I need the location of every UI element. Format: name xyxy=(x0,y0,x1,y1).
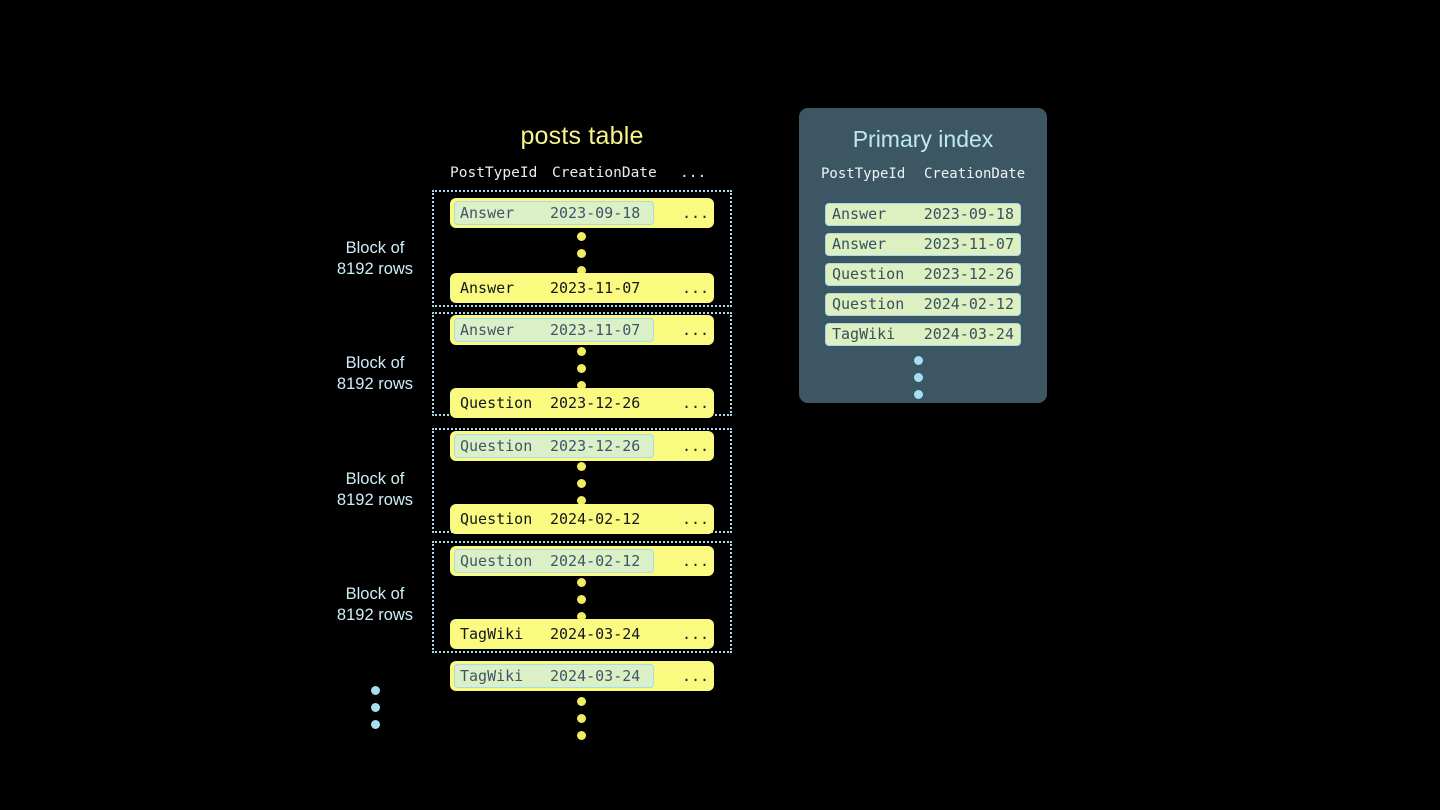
index-cell-posttypeid: TagWiki xyxy=(832,325,896,343)
cell-creationdate: 2023-09-18 xyxy=(550,204,641,222)
cell-posttypeid: Answer xyxy=(460,204,515,222)
cell-more: ... xyxy=(682,625,710,643)
table-row: TagWiki 2024-03-24 ... xyxy=(450,619,714,649)
block-label-4: Block of 8192 rows xyxy=(300,584,450,626)
cell-creationdate: 2023-12-26 xyxy=(550,437,641,455)
table-row: Question 2023-12-26 ... xyxy=(450,388,714,418)
index-cell-posttypeid: Question xyxy=(832,265,905,283)
index-row: Question 2024-02-12 xyxy=(825,293,1021,316)
cell-posttypeid: Question xyxy=(460,552,533,570)
table-row: TagWiki 2024-03-24 ... xyxy=(450,661,714,691)
index-cell-creationdate: 2023-12-26 xyxy=(923,265,1014,283)
block-label-4-line1: Block of xyxy=(345,585,405,603)
cell-posttypeid: TagWiki xyxy=(460,625,524,643)
cell-more: ... xyxy=(682,321,710,339)
block-label-3-line1: Block of xyxy=(345,470,405,488)
row-ellipsis-dots xyxy=(577,347,587,398)
posts-table-title: posts table xyxy=(520,122,644,150)
index-ellipsis-dots xyxy=(914,356,924,407)
block-label-4-line2: 8192 rows xyxy=(336,606,414,624)
index-cell-posttypeid: Question xyxy=(832,295,905,313)
table-row: Answer 2023-11-07 ... xyxy=(450,273,714,303)
index-row: Question 2023-12-26 xyxy=(825,263,1021,286)
column-header-creationdate: CreationDate xyxy=(552,165,657,181)
primary-index-panel: Primary index PostTypeId CreationDate An… xyxy=(799,108,1047,403)
block-label-3: Block of 8192 rows xyxy=(300,469,450,511)
cell-creationdate: 2024-02-12 xyxy=(550,552,641,570)
table-row: Question 2023-12-26 ... xyxy=(450,431,714,461)
granule-highlight-chip xyxy=(454,434,654,458)
index-cell-creationdate: 2023-11-07 xyxy=(923,235,1014,253)
index-column-header-creationdate: CreationDate xyxy=(924,166,1026,182)
block-label-3-line2: 8192 rows xyxy=(336,491,414,509)
table-row: Answer 2023-09-18 ... xyxy=(450,198,714,228)
block-label-1-line2: 8192 rows xyxy=(336,260,414,278)
cell-creationdate: 2023-11-07 xyxy=(550,321,641,339)
block-boundary-4 xyxy=(432,541,732,653)
primary-index-title: Primary index xyxy=(852,126,994,152)
table-ellipsis-dots xyxy=(577,697,587,748)
cell-more: ... xyxy=(682,204,710,222)
index-cell-creationdate: 2024-02-12 xyxy=(923,295,1014,313)
block-label-2-line1: Block of xyxy=(345,354,405,372)
block-label-2-line2: 8192 rows xyxy=(336,375,414,393)
index-row: Answer 2023-11-07 xyxy=(825,233,1021,256)
table-row: Question 2024-02-12 ... xyxy=(450,546,714,576)
cell-posttypeid: Answer xyxy=(460,279,515,297)
index-cell-posttypeid: Answer xyxy=(832,235,887,253)
primary-index-column-headers: PostTypeId CreationDate xyxy=(799,166,1047,186)
granule-highlight-chip xyxy=(454,201,654,225)
column-header-more: ... xyxy=(680,165,707,181)
row-ellipsis-dots xyxy=(577,578,587,629)
granule-highlight-chip xyxy=(454,664,654,688)
cell-posttypeid: Question xyxy=(460,437,533,455)
block-label-1-line1: Block of xyxy=(345,239,405,257)
cell-posttypeid: TagWiki xyxy=(460,667,524,685)
granule-highlight-chip xyxy=(454,549,654,573)
index-cell-posttypeid: Answer xyxy=(832,205,887,223)
index-cell-creationdate: 2023-09-18 xyxy=(923,205,1014,223)
block-label-1: Block of 8192 rows xyxy=(300,238,450,280)
table-row: Question 2024-02-12 ... xyxy=(450,504,714,534)
cell-creationdate: 2024-03-24 xyxy=(550,625,641,643)
cell-posttypeid: Question xyxy=(460,510,533,528)
cell-creationdate: 2024-02-12 xyxy=(550,510,641,528)
cell-more: ... xyxy=(682,279,710,297)
granule-highlight-chip xyxy=(454,318,654,342)
block-label-2: Block of 8192 rows xyxy=(300,353,450,395)
cell-more: ... xyxy=(682,394,710,412)
cell-more: ... xyxy=(682,437,710,455)
block-ellipsis-dots xyxy=(371,686,381,737)
row-ellipsis-dots xyxy=(577,462,587,513)
index-row: Answer 2023-09-18 xyxy=(825,203,1021,226)
cell-more: ... xyxy=(682,552,710,570)
row-ellipsis-dots xyxy=(577,232,587,283)
cell-posttypeid: Answer xyxy=(460,321,515,339)
cell-more: ... xyxy=(682,510,710,528)
block-boundary-1 xyxy=(432,190,732,307)
cell-creationdate: 2023-12-26 xyxy=(550,394,641,412)
cell-posttypeid: Question xyxy=(460,394,533,412)
table-row: Answer 2023-11-07 ... xyxy=(450,315,714,345)
cell-more: ... xyxy=(682,667,710,685)
index-cell-creationdate: 2024-03-24 xyxy=(923,325,1014,343)
posts-table-column-headers: PostTypeId CreationDate ... xyxy=(432,165,732,187)
column-header-posttypeid: PostTypeId xyxy=(450,165,538,181)
cell-creationdate: 2024-03-24 xyxy=(550,667,641,685)
index-row: TagWiki 2024-03-24 xyxy=(825,323,1021,346)
index-column-header-posttypeid: PostTypeId xyxy=(821,166,906,182)
cell-creationdate: 2023-11-07 xyxy=(550,279,641,297)
